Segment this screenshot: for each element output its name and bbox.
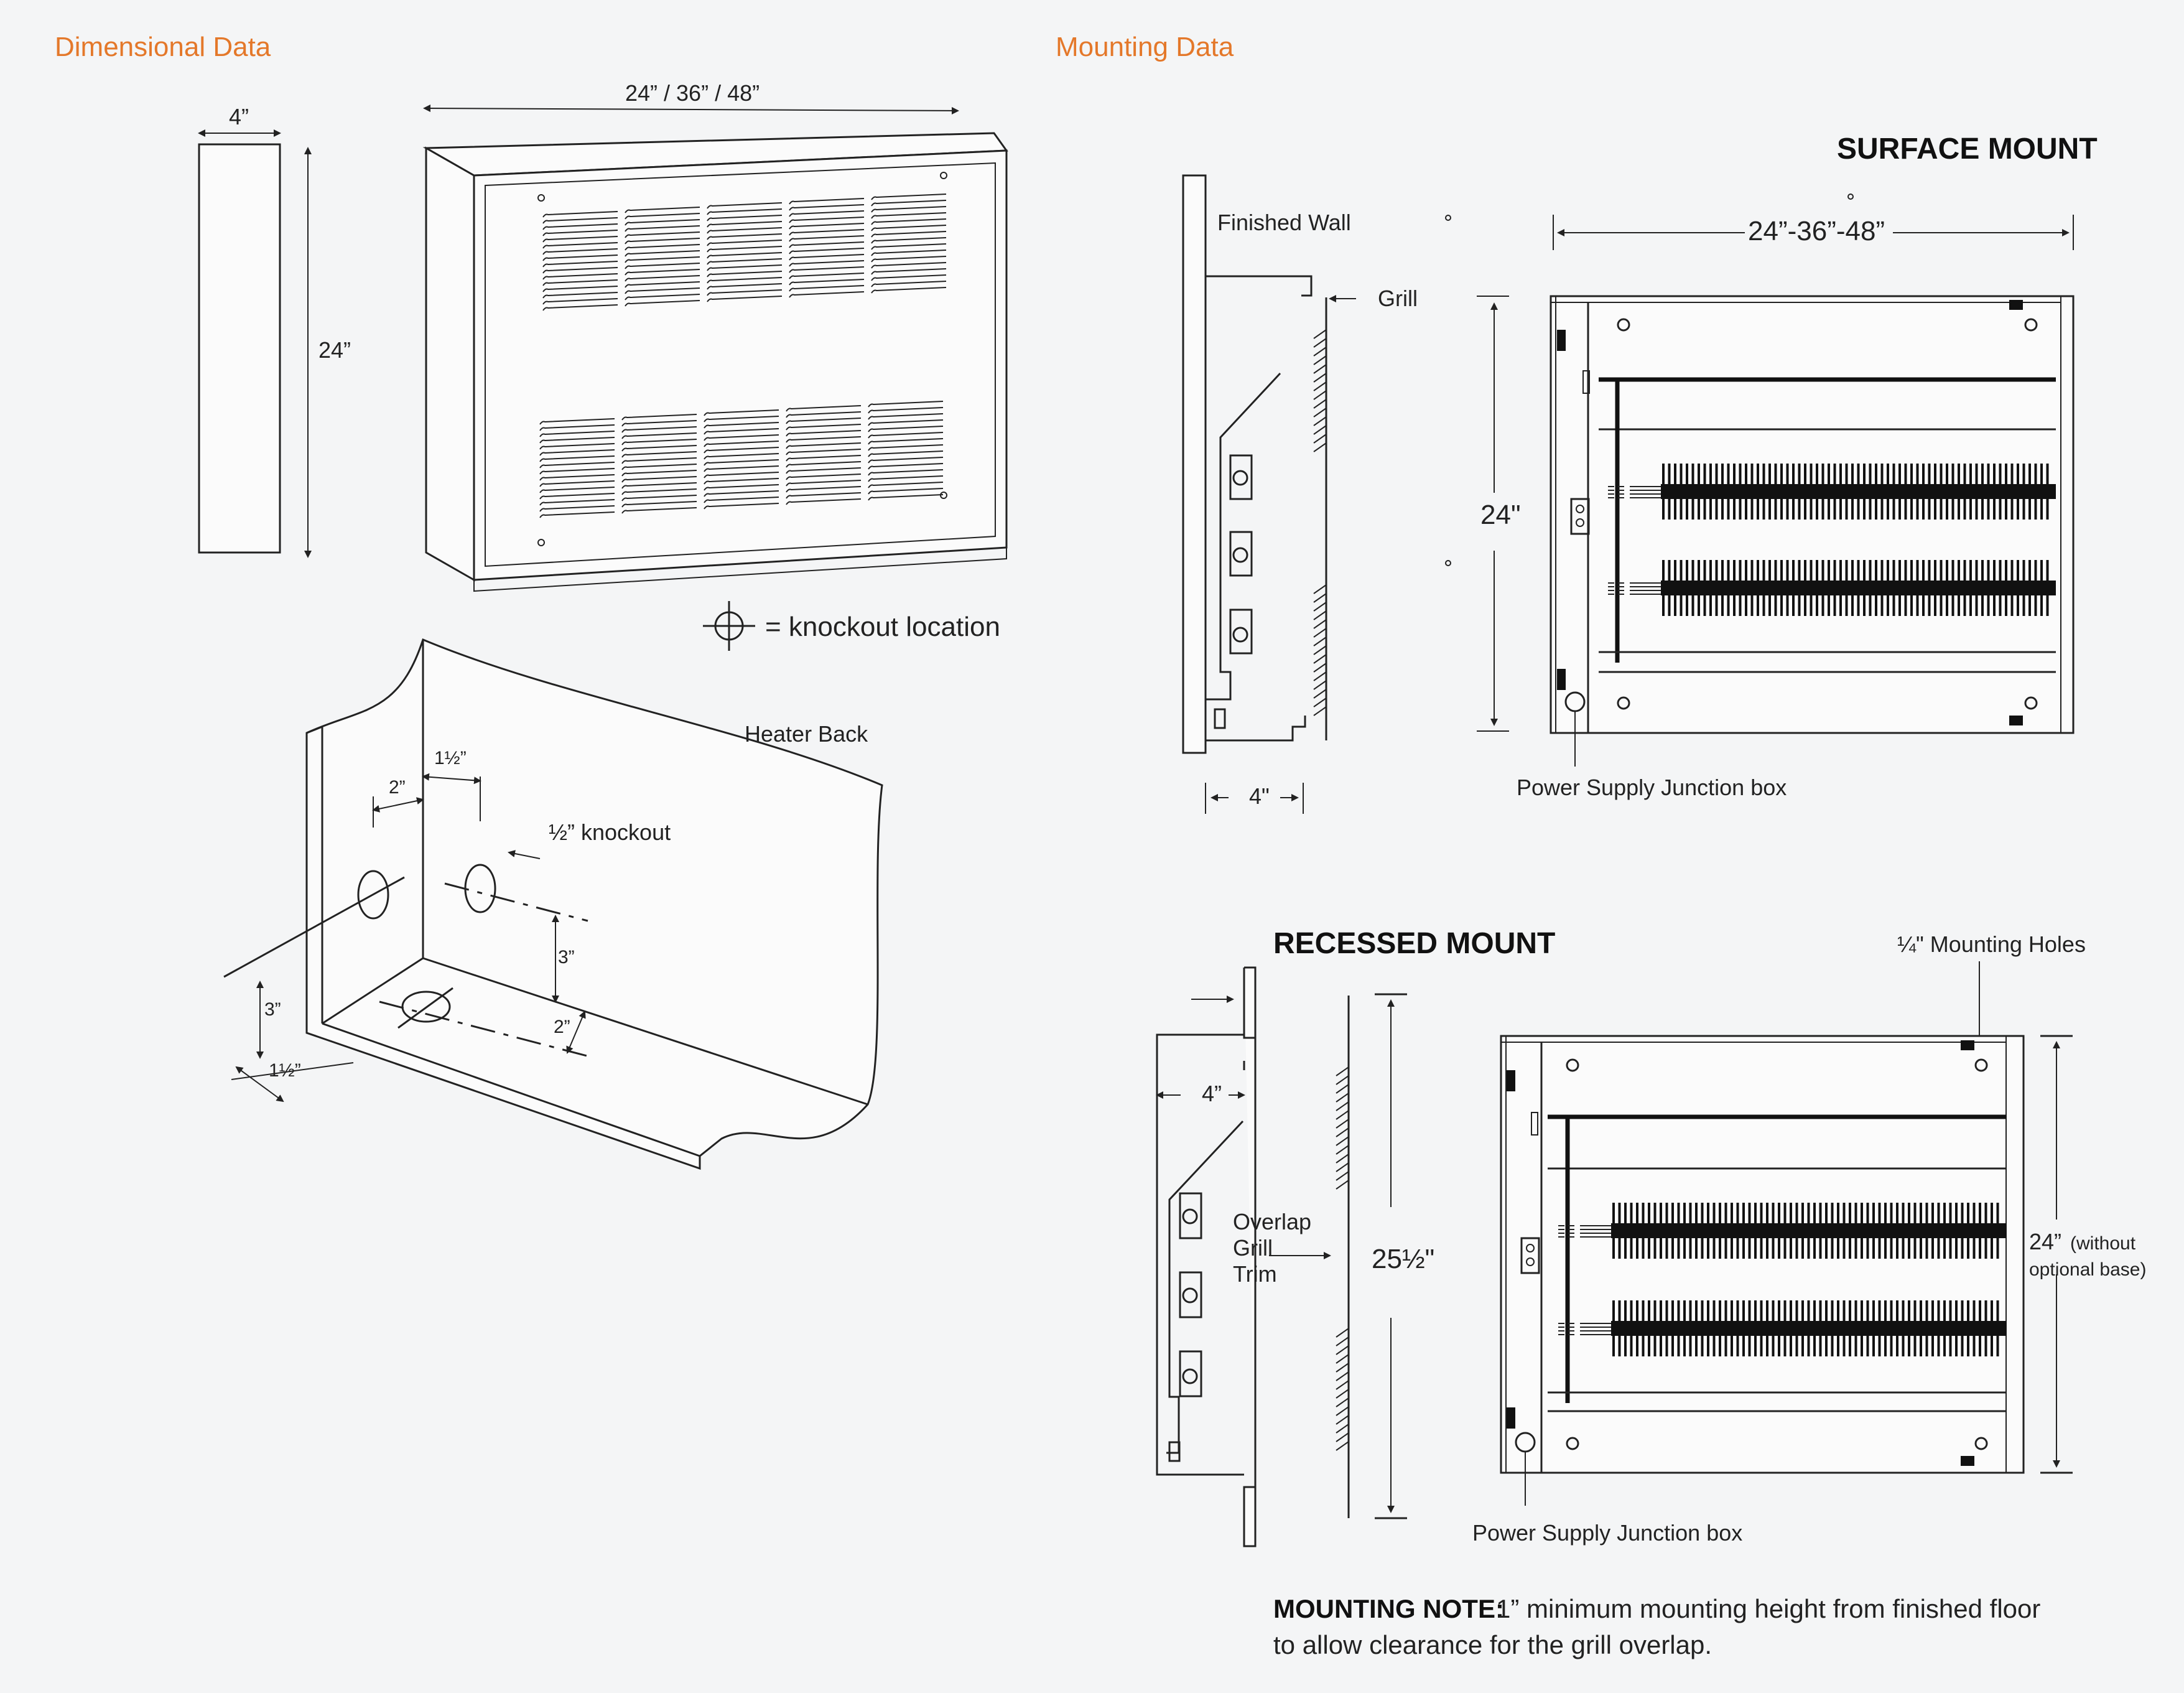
dim-2-top: 2” xyxy=(389,777,406,798)
dimensional-data-header: Dimensional Data xyxy=(55,32,271,62)
overlap-label: Overlap xyxy=(1233,1209,1311,1234)
surface-width-label: 24”-36”-48” xyxy=(1748,216,1885,246)
mounting-note-label: MOUNTING NOTE: xyxy=(1273,1594,1504,1623)
dim-3-left: 3” xyxy=(264,999,281,1020)
mounting-note-line2: to allow clearance for the grill overlap… xyxy=(1273,1630,1712,1659)
surface-mount-title: SURFACE MOUNT xyxy=(1837,133,2098,166)
recessed-depth-label: 4” xyxy=(1202,1081,1222,1106)
grill-label: Grill xyxy=(1378,286,1418,311)
mounting-data-header: Mounting Data xyxy=(1056,32,1234,62)
heater-back-title: Heater Back xyxy=(745,721,868,747)
upper-grille xyxy=(542,194,947,311)
half-inch-knockout-label: ½” knockout xyxy=(549,819,671,845)
heater-front-view xyxy=(422,105,1008,592)
overlap-trim-label: Trim xyxy=(1233,1261,1277,1287)
surface-mount-section-view xyxy=(1182,174,1854,814)
mounting-holes-label: ¼" Mounting Holes xyxy=(1897,931,2086,957)
side-view xyxy=(198,129,312,558)
recessed-mount-front-view xyxy=(1500,961,2073,1506)
surface-height-label: 24" xyxy=(1480,500,1521,530)
finished-wall-label: Finished Wall xyxy=(1217,210,1351,235)
recessed-24-label: 24” xyxy=(2029,1229,2061,1254)
dim-2-bottom: 2” xyxy=(554,1017,570,1037)
side-height-label: 24” xyxy=(318,337,351,363)
surface-junction-label: Power Supply Junction box xyxy=(1517,775,1787,800)
front-width-label: 24” / 36” / 48” xyxy=(625,80,760,106)
surface-mount-front-view xyxy=(1477,215,2075,767)
recessed-mount-title: RECESSED MOUNT xyxy=(1273,927,1555,960)
heater-back-view xyxy=(223,638,883,1170)
without-base-label-2: optional base) xyxy=(2029,1259,2146,1280)
overlap-grill-label: Grill xyxy=(1233,1235,1273,1261)
dim-1half-top: 1½” xyxy=(434,748,467,768)
dim-3-right: 3” xyxy=(558,947,575,968)
recessed-mount-section-view xyxy=(1156,966,1407,1547)
without-base-label-1: (without xyxy=(2070,1233,2136,1254)
dim-1half-bottom: 1½” xyxy=(269,1060,301,1081)
lower-grille xyxy=(539,401,944,518)
recessed-junction-label: Power Supply Junction box xyxy=(1472,1520,1742,1546)
surface-depth-label: 4" xyxy=(1249,783,1270,809)
knockout-legend-label: = knockout location xyxy=(765,612,1000,642)
side-depth-label: 4” xyxy=(229,104,249,129)
mounting-note-line1: 1” minimum mounting height from finished… xyxy=(1496,1594,2040,1623)
knockout-legend-icon xyxy=(703,601,755,651)
recessed-height-label: 25½" xyxy=(1372,1244,1434,1274)
